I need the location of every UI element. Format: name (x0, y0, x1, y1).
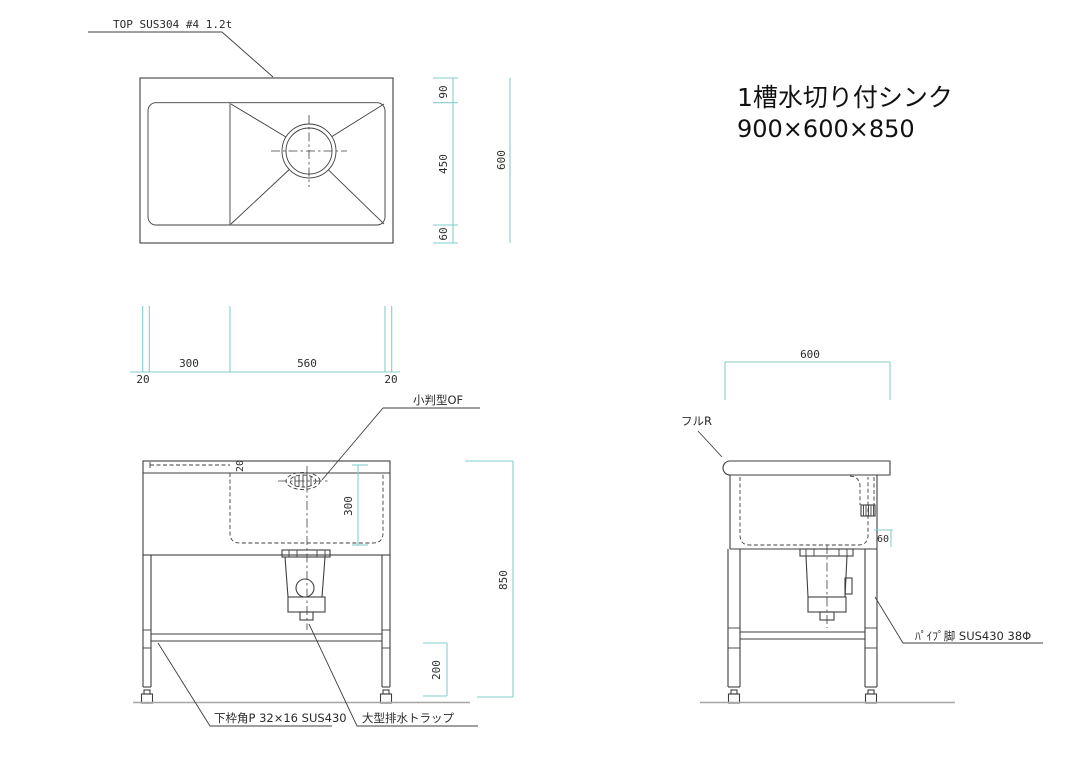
plan-slope-line (331, 103, 385, 137)
plan-recess (147, 102, 386, 226)
trap-body (284, 556, 326, 598)
full-radius-label: フルR (681, 414, 712, 428)
drawing-title: 1槽水切り付シンク (737, 83, 953, 112)
trap-lower (287, 596, 326, 613)
plan-slope-line (327, 169, 385, 225)
dim-450: 450 (437, 154, 450, 174)
dim-20-left: 20 (136, 373, 149, 386)
side-feet (727, 686, 878, 704)
top-material-leader (88, 31, 274, 78)
trap-cleanout (295, 578, 315, 598)
front-legs (142, 555, 391, 687)
front-dim-300: 300 (342, 464, 368, 546)
dim-560: 560 (297, 357, 317, 370)
plan-top-plate (139, 77, 394, 244)
side-view: 600 フルR 60 (681, 348, 1043, 704)
top-material-label: TOP SUS304 #4 1.2t (113, 18, 232, 31)
side-trap (799, 545, 854, 628)
front-view: 20 (133, 393, 514, 727)
pipe-leg-leader (874, 596, 1043, 644)
side-top-slab (722, 460, 891, 476)
overflow-leader (321, 407, 480, 481)
dim-60-plan: 60 (437, 227, 450, 240)
side-legs (727, 549, 878, 687)
side-dim-600: 600 (724, 348, 891, 400)
trap-outlet (299, 611, 314, 621)
plan-dims-right: 90 450 60 600 (433, 77, 511, 244)
dim-600-plan: 600 (495, 150, 508, 170)
dim-20-rim: 20 (235, 460, 246, 472)
front-dim-200: 200 (423, 642, 448, 697)
lower-frame-label: 下枠角P 32×16 SUS430 (214, 711, 347, 725)
front-basin-hidden (229, 473, 384, 544)
pipe-leg-label: ﾊﾟｲﾌﾟ脚 SUS430 38Φ (915, 629, 1031, 643)
dim-60-side: 60 (877, 534, 889, 545)
dim-200: 200 (430, 660, 443, 680)
full-radius-leader (697, 430, 723, 458)
side-basin-hidden (739, 477, 869, 546)
dim-850: 850 (497, 570, 510, 590)
dim-600-side: 600 (800, 348, 820, 361)
title-block: 1槽水切り付シンク 900×600×850 (737, 83, 953, 143)
plan-view: TOP SUS304 #4 1.2t (88, 18, 394, 244)
dim-300-plan: 300 (179, 357, 199, 370)
dim-20-right: 20 (384, 373, 397, 386)
dim-300-front: 300 (342, 496, 355, 516)
drawing-size: 900×600×850 (737, 115, 915, 143)
plan-slope-line (230, 103, 287, 138)
side-lower-frame (728, 627, 877, 649)
side-overflow-pipe (849, 475, 876, 517)
drain-trap-label: 大型排水トラップ (362, 711, 454, 725)
lower-frame-leader (157, 642, 332, 727)
overflow-label: 小判型OF (413, 393, 463, 407)
front-feet (140, 686, 393, 704)
side-dim-60: 60 (874, 529, 893, 547)
plan-slope-line (230, 169, 290, 225)
front-body (142, 460, 391, 556)
drain-trap-leader (308, 623, 478, 727)
front-dim-850: 850 (465, 460, 514, 698)
plan-dims-bottom: 300 560 20 20 (130, 306, 400, 386)
front-lower-frame (143, 629, 390, 649)
dim-90: 90 (437, 85, 450, 98)
